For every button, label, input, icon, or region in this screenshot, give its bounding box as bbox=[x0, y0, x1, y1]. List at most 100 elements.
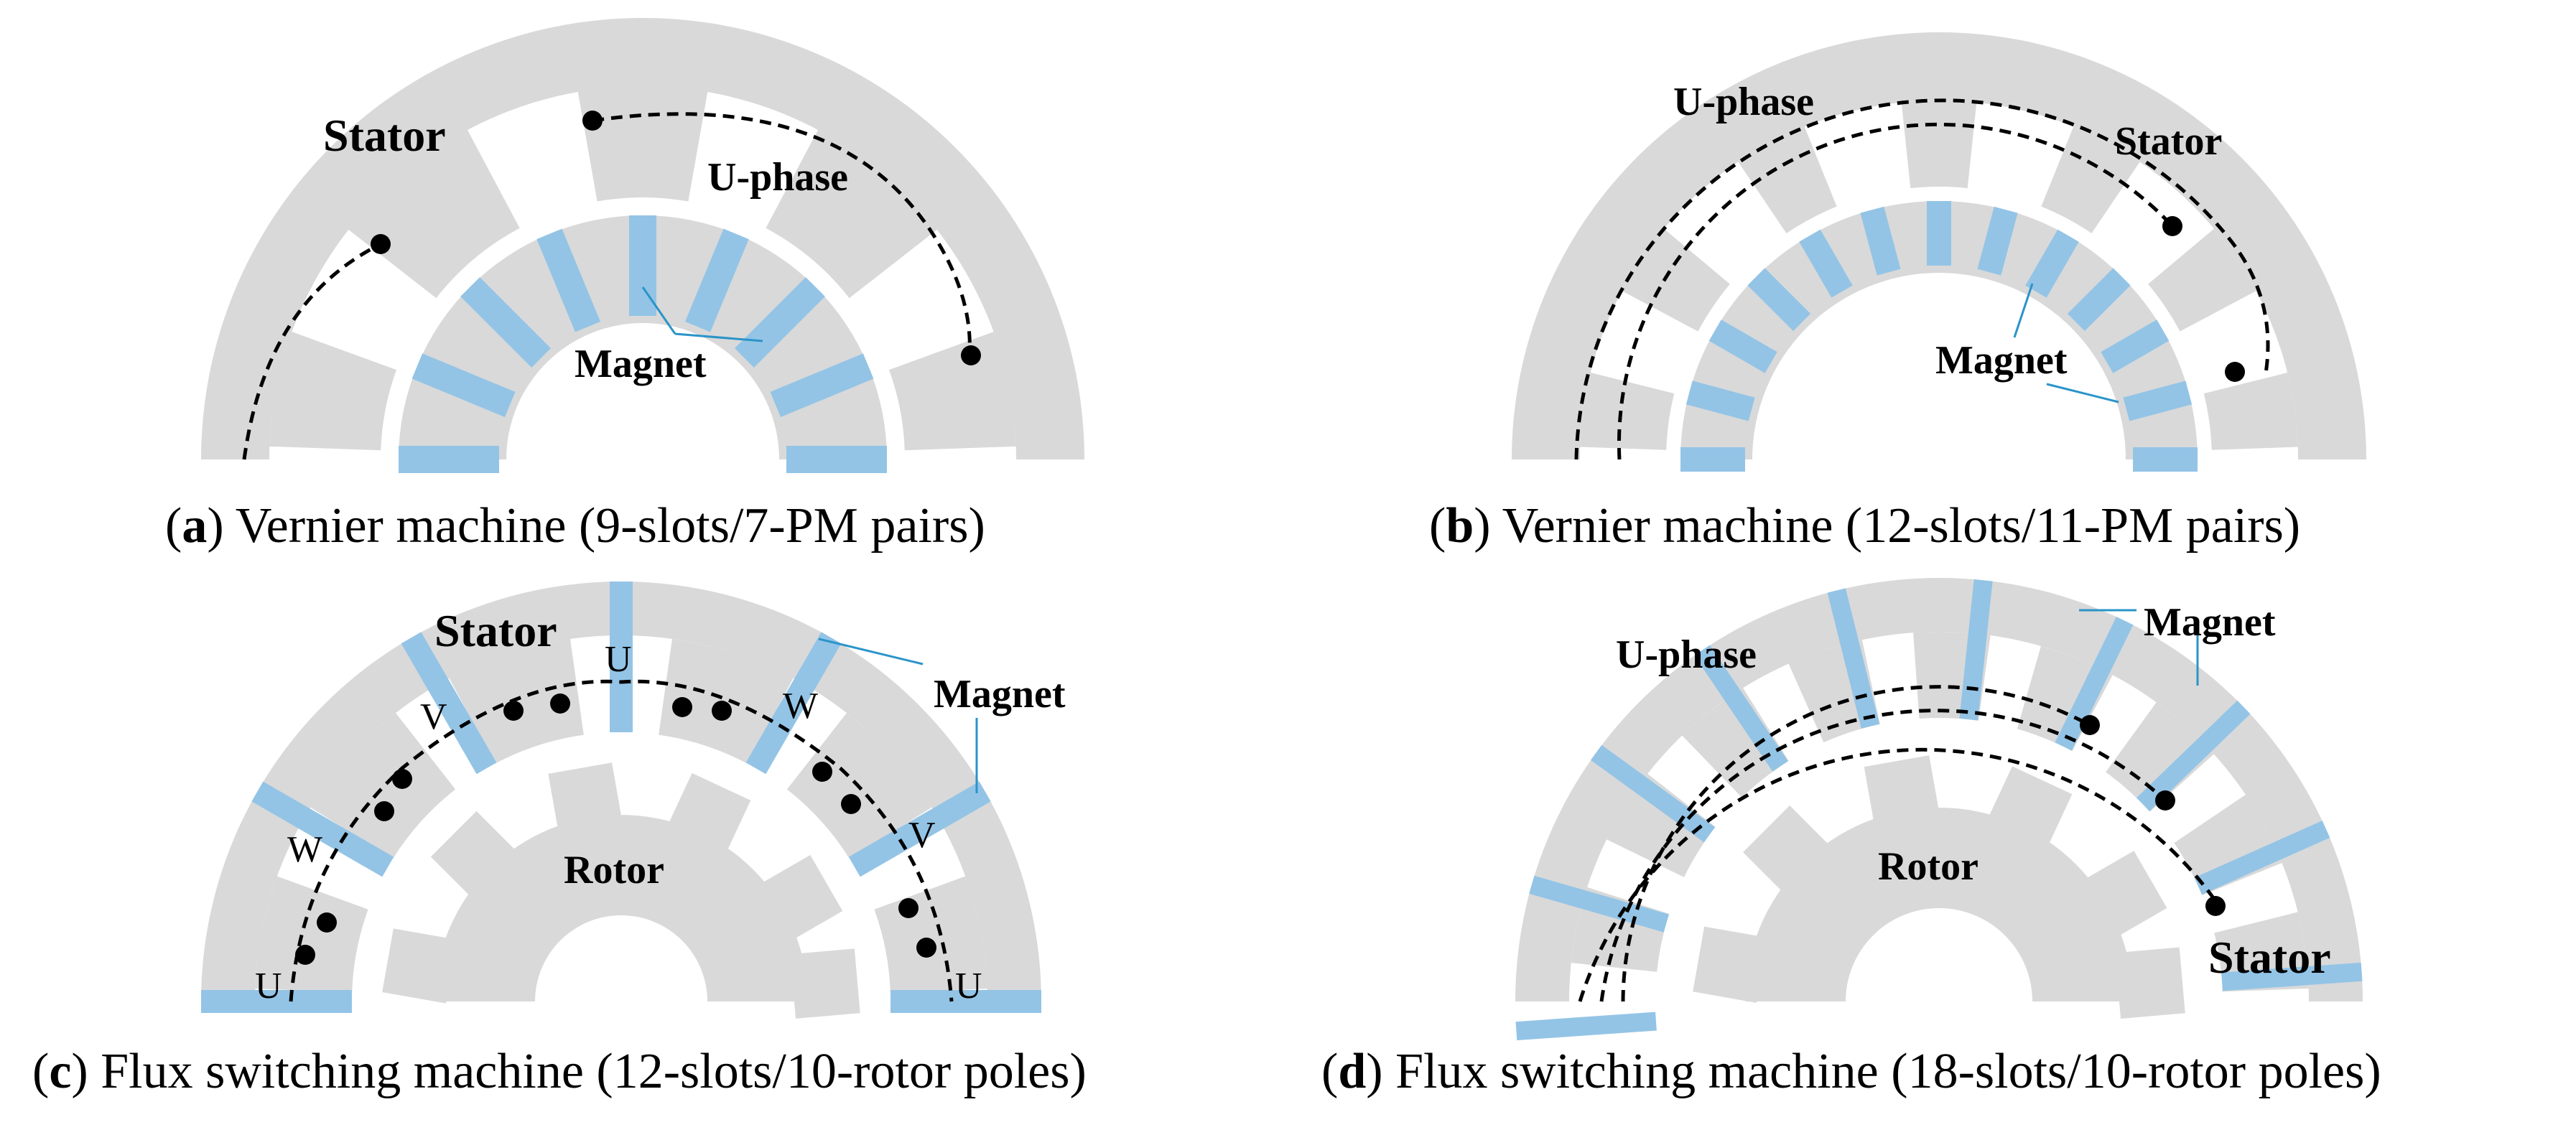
winding-dot bbox=[672, 697, 692, 717]
panel-c-rotor bbox=[382, 762, 860, 1019]
panel-a-caption: (a) Vernier machine (9-slots/7-PM pairs) bbox=[165, 498, 985, 554]
panel-d-phase-label: U-phase bbox=[1616, 632, 1757, 677]
magnet-block bbox=[610, 581, 633, 732]
panel-a-vernier-9-slot: Stator U-phase Magnet (a) Vernier machin… bbox=[165, 18, 1084, 554]
panel-c-phase-label: U bbox=[955, 966, 982, 1006]
magnet-block bbox=[1685, 380, 1755, 421]
panel-d-stator-label: Stator bbox=[2208, 932, 2331, 983]
panel-c-winding bbox=[289, 679, 954, 1002]
stator-tooth bbox=[2106, 702, 2214, 812]
panel-c-phase-label: W bbox=[287, 829, 322, 870]
panel-c-stator-label: Stator bbox=[434, 605, 557, 656]
panel-d-winding-mid bbox=[1599, 709, 2167, 1002]
stator-tooth bbox=[1606, 773, 1716, 877]
magnet-block bbox=[401, 632, 497, 775]
magnet-block bbox=[2136, 700, 2251, 811]
winding-dot bbox=[503, 701, 524, 721]
panel-b-stator-label: Stator bbox=[2115, 119, 2222, 164]
magnet-block bbox=[460, 277, 552, 368]
rotor-pole bbox=[548, 762, 623, 838]
stator-tooth bbox=[2148, 228, 2256, 332]
panel-c-caption: (c) Flux switching machine (12-slots/10-… bbox=[32, 1044, 1087, 1099]
magnet-block bbox=[1799, 229, 1853, 298]
winding-dot bbox=[898, 898, 919, 918]
panel-b-winding-dot bbox=[2225, 362, 2245, 382]
panel-c-magnet-leader bbox=[818, 637, 924, 665]
magnet-block bbox=[1680, 447, 1745, 472]
stator-tooth bbox=[659, 638, 794, 764]
magnet-block bbox=[536, 228, 601, 332]
rotor-pole bbox=[382, 928, 457, 1004]
panel-b-winding-dot bbox=[2162, 216, 2182, 236]
magnet-block bbox=[2025, 229, 2079, 298]
panel-b-magnet-label: Magnet bbox=[1935, 338, 2068, 383]
panel-d-rotor bbox=[1693, 755, 2185, 1019]
rotor-pole bbox=[2115, 947, 2185, 1019]
winding-dot bbox=[392, 769, 412, 789]
panel-a-magnets bbox=[399, 215, 887, 473]
magnet-block bbox=[201, 990, 352, 1013]
panel-b-stator-teeth bbox=[1580, 101, 2298, 450]
panel-b-winding-outer bbox=[1574, 98, 2270, 460]
panel-d-winding-dot bbox=[2155, 790, 2175, 811]
magnet-block bbox=[2123, 380, 2193, 421]
stator-tooth bbox=[1622, 228, 1730, 332]
panel-b-winding-inner bbox=[1617, 122, 2174, 460]
stator-tooth bbox=[888, 332, 1016, 451]
panel-a-winding-dot bbox=[582, 111, 603, 131]
rotor-pole bbox=[1864, 755, 1940, 831]
magnet-block bbox=[1977, 206, 2018, 276]
panel-b-phase-label: U-phase bbox=[1673, 80, 1814, 124]
magnet-block bbox=[251, 781, 394, 877]
rotor-pole bbox=[790, 948, 860, 1019]
rotor-pole bbox=[1984, 766, 2073, 853]
winding-dot bbox=[841, 794, 861, 814]
panel-a-stator-label: Stator bbox=[323, 110, 446, 161]
panel-d-winding-dot bbox=[2080, 715, 2100, 735]
magnet-block bbox=[1747, 268, 1811, 332]
panel-a-winding-left bbox=[242, 242, 382, 460]
rotor-pole bbox=[1743, 805, 1836, 898]
winding-dot bbox=[812, 762, 832, 782]
rotor-core bbox=[1745, 808, 2133, 1001]
panel-d-winding-inner bbox=[1621, 685, 2091, 1002]
panel-c-phase-label: V bbox=[908, 815, 936, 856]
magnet-block bbox=[2133, 447, 2198, 472]
rotor-pole bbox=[2078, 851, 2167, 940]
panel-b-vernier-12-slot: U-phase Stator Magnet (b) Vernier machin… bbox=[1429, 32, 2366, 554]
panel-d-winding-dot bbox=[2205, 896, 2226, 916]
panel-b-magnet-leader bbox=[2046, 383, 2119, 403]
panel-c-magnets bbox=[201, 581, 1041, 1013]
magnet-block bbox=[786, 446, 887, 473]
stator-tooth bbox=[269, 332, 397, 451]
rotor-pole bbox=[1693, 926, 1768, 1003]
panel-a-magnet-label: Magnet bbox=[575, 342, 707, 386]
magnet-block bbox=[1927, 201, 1951, 266]
magnet-block bbox=[1959, 579, 1993, 721]
winding-dot bbox=[374, 801, 394, 821]
panel-c-stator-yoke bbox=[201, 581, 1041, 1001]
magnet-block bbox=[891, 990, 1041, 1013]
panel-a-magnet-leader bbox=[641, 286, 676, 335]
panel-d-winding-outer bbox=[1578, 747, 2218, 1002]
winding-dot bbox=[317, 912, 337, 933]
panel-a-winding-dot bbox=[371, 234, 391, 254]
panel-a-winding-right bbox=[592, 112, 972, 356]
stator-tooth bbox=[2041, 126, 2140, 233]
panel-b-caption: (b) Vernier machine (12-slots/11-PM pair… bbox=[1429, 498, 2300, 554]
magnet-block bbox=[745, 632, 842, 775]
magnet-block bbox=[2194, 821, 2330, 895]
panel-c-phase-label: U bbox=[605, 639, 632, 680]
magnet-block bbox=[2101, 319, 2170, 373]
stator-tooth bbox=[2203, 373, 2298, 450]
magnet-block bbox=[1515, 1012, 1657, 1041]
panel-c-phase-label: W bbox=[783, 686, 818, 727]
magnet-block bbox=[1708, 319, 1777, 373]
panel-a-magnet-leader bbox=[674, 332, 763, 342]
panel-c-rotor-label: Rotor bbox=[564, 848, 664, 892]
rotor-core bbox=[434, 815, 808, 1001]
panel-c-phase-label: V bbox=[420, 696, 447, 737]
rotor-pole bbox=[664, 772, 751, 859]
panel-b-rotor-core bbox=[1680, 201, 2198, 459]
